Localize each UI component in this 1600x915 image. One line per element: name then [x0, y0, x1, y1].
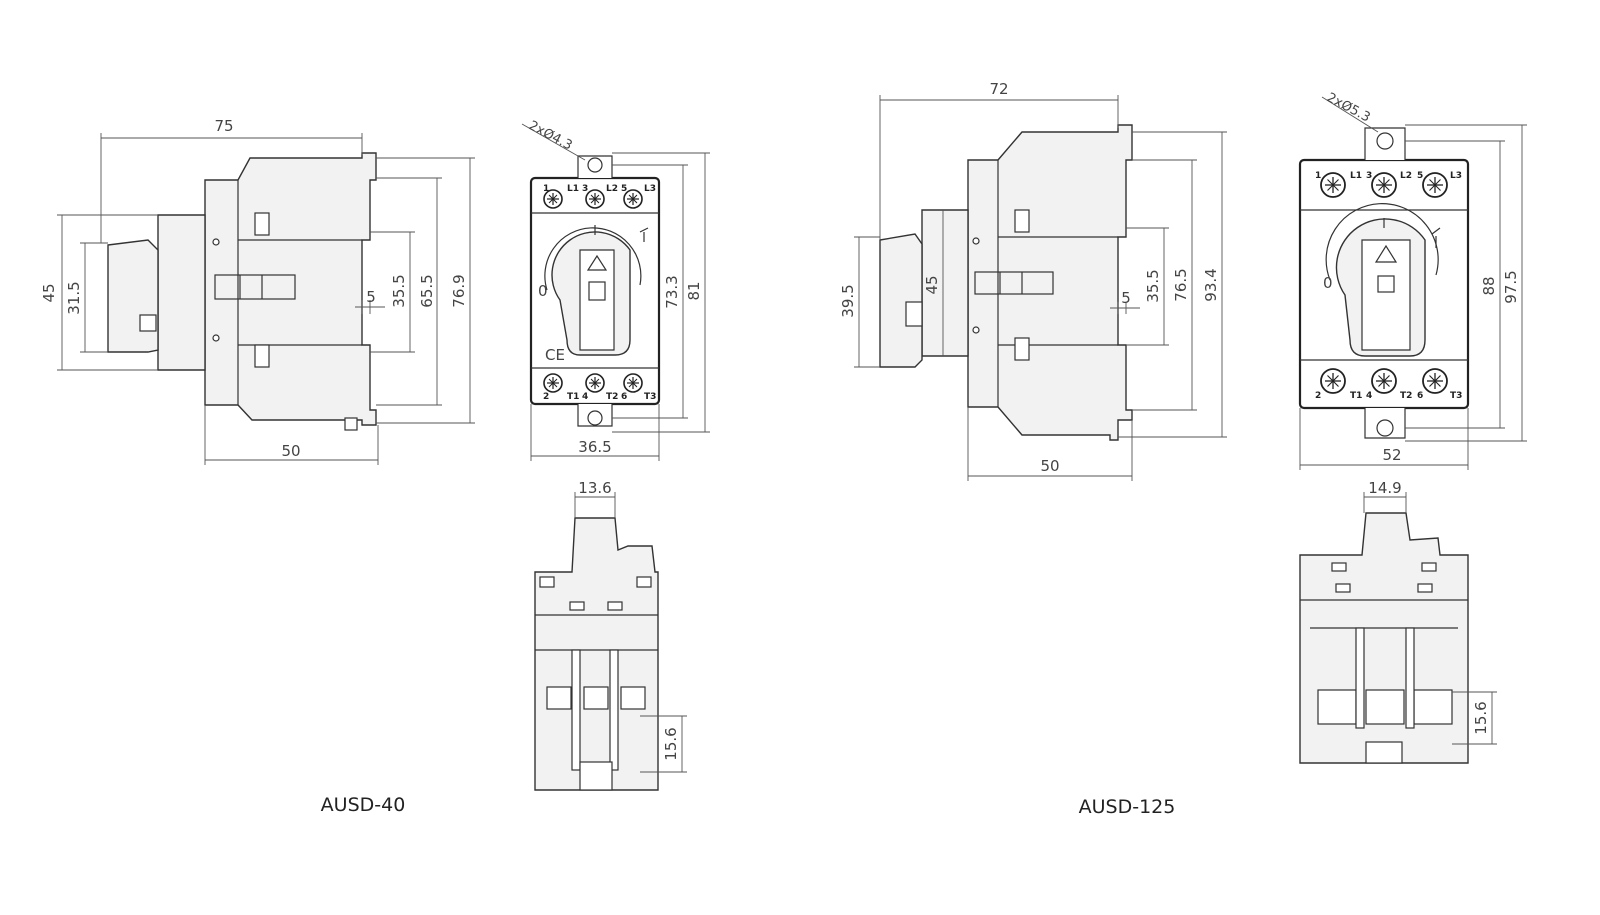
ausd40-dim-73-3: 73.3: [663, 275, 681, 308]
ausd40-dim-76-9: 76.9: [450, 274, 468, 307]
ausd125-dim-5: 5: [1121, 289, 1131, 307]
ausd125-dim-39-5: 39.5: [839, 284, 857, 317]
ausd125-dim-72: 72: [989, 80, 1008, 98]
ausd125-mount-holes: 2xØ5.3: [1324, 90, 1372, 125]
ausd40-dim-15-6: 15.6: [662, 727, 680, 760]
ausd125-dim-50: 50: [1040, 457, 1059, 475]
ausd125-bottom-view: [1299, 512, 1469, 764]
ausd40-dim-13-6: 13.6: [578, 479, 611, 497]
ausd125-dim-45: 45: [923, 275, 941, 294]
ausd125-model-label: AUSD-125: [1079, 796, 1176, 818]
ausd125-term-L3: L3: [1450, 171, 1462, 181]
ce-mark: CE: [545, 346, 565, 364]
ausd125-side-view: [879, 124, 1133, 441]
ausd125-front-dimensions: 2xØ5.3 88 97.5 52: [1299, 90, 1527, 470]
ausd125-dim-93-4: 93.4: [1202, 268, 1220, 301]
ausd40-term-5: 5: [621, 184, 627, 194]
ausd125-term-1: 1: [1315, 171, 1321, 181]
ausd40-term-T3: T3: [644, 392, 656, 402]
ausd125-front-view: 1 L1 3 L2 5 L3 2 T1 4 T2 6 T3 0: [1298, 127, 1470, 439]
ausd40-mount-holes: 2xØ4.3: [526, 118, 574, 153]
ausd125-dim-35-5: 35.5: [1144, 269, 1162, 302]
ausd40-model-label: AUSD-40: [321, 794, 406, 816]
ausd40-term-L3: L3: [644, 184, 656, 194]
ausd125-term-T1: T1: [1350, 391, 1362, 401]
ausd125-term-2: 2: [1315, 391, 1321, 401]
ausd125-dim-15-6: 15.6: [1472, 701, 1490, 734]
ausd40-side-view: [107, 152, 377, 431]
ausd125-term-T3: T3: [1450, 391, 1462, 401]
ausd40-off-label: 0: [538, 282, 548, 300]
ausd125-term-T2: T2: [1400, 391, 1412, 401]
ausd125-dim-88: 88: [1480, 276, 1498, 295]
ausd40-side-dimensions: 75 45 31.5 5 35.5 65.5 76.9 50: [40, 117, 475, 465]
ausd125-term-5: 5: [1417, 171, 1423, 181]
ausd40-dim-35-5: 35.5: [390, 274, 408, 307]
ausd40-term-T1: T1: [567, 392, 579, 402]
ausd40-term-2: 2: [543, 392, 549, 402]
ausd40-term-1: 1: [543, 184, 549, 194]
ausd40-term-3: 3: [582, 184, 588, 194]
ausd40-bottom-view: [534, 517, 659, 791]
ausd125-dim-14-9: 14.9: [1368, 479, 1401, 497]
ausd40-dim-36-5: 36.5: [578, 438, 611, 456]
ausd40-dim-75: 75: [214, 117, 233, 135]
ausd125-off-label: 0: [1323, 274, 1333, 292]
ausd40-term-L2: L2: [606, 184, 618, 194]
ausd40-front-view: 1 L1 3 L2 5 L3 2 T1 4 T2 6 T3 0 CE: [529, 155, 661, 427]
ausd125-term-L2: L2: [1400, 171, 1412, 181]
ausd40-dim-50: 50: [281, 442, 300, 460]
ausd40-dim-65-5: 65.5: [418, 274, 436, 307]
ausd125-bottom-dimensions: 14.9 15.6: [1363, 479, 1497, 745]
ausd125-term-6: 6: [1417, 391, 1423, 401]
ausd40-dim-31-5: 31.5: [65, 281, 83, 314]
ausd40-term-4: 4: [582, 392, 588, 402]
ausd40-term-6: 6: [621, 392, 627, 402]
ausd125-term-3: 3: [1366, 171, 1372, 181]
ausd125-dim-97-5: 97.5: [1502, 270, 1520, 303]
ausd125-term-4: 4: [1366, 391, 1372, 401]
ausd125-dim-52: 52: [1382, 446, 1401, 464]
ausd125-dim-76-5: 76.5: [1172, 268, 1190, 301]
ausd40-term-T2: T2: [606, 392, 618, 402]
ausd40-dim-45: 45: [40, 283, 58, 302]
ausd125-side-dimensions: 72 39.5 45 5 35.5 76.5 93.4 50: [839, 80, 1227, 481]
ausd40-dim-5: 5: [366, 288, 376, 306]
ausd40-bottom-dimensions: 13.6 15.6: [574, 479, 687, 773]
ausd125-term-L1: L1: [1350, 171, 1362, 181]
ausd40-term-L1: L1: [567, 184, 579, 194]
ausd40-dim-81: 81: [685, 281, 703, 300]
